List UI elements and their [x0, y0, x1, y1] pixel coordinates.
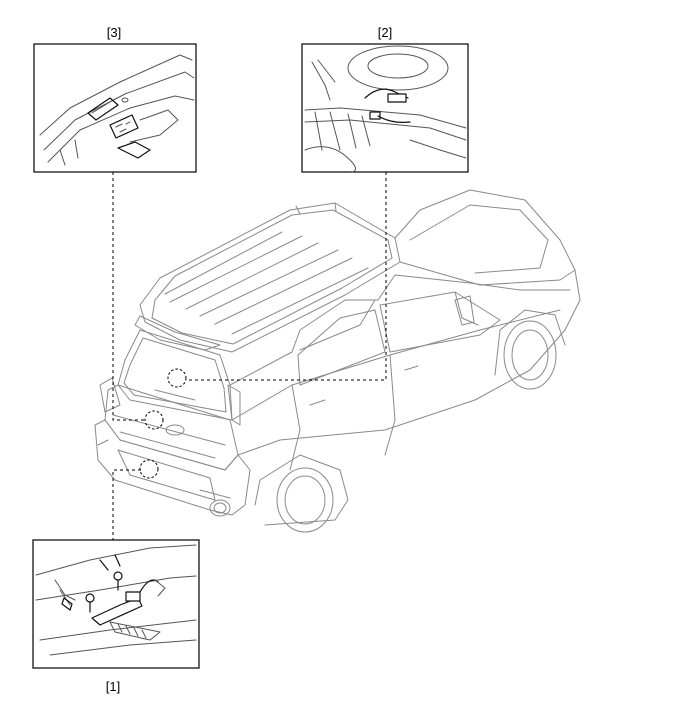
callout-2: [2]	[301, 25, 469, 173]
vehicle-outline-icon	[94, 189, 581, 533]
detail-tailgate-switch	[39, 54, 195, 166]
detail-bumper-connector	[35, 544, 197, 656]
callout-label-3: [3]	[107, 25, 121, 40]
bolt-icon	[85, 571, 123, 613]
callout-1: [1]	[32, 539, 200, 694]
location-marker-1	[139, 459, 159, 479]
leader-lines	[112, 172, 387, 540]
location-marker-3	[144, 410, 164, 430]
callout-label-1: [1]	[106, 679, 120, 694]
location-marker-2	[167, 368, 187, 388]
detail-connector-harness	[304, 45, 467, 173]
callout-label-2: [2]	[378, 25, 392, 40]
callout-3: [3]	[33, 25, 197, 173]
